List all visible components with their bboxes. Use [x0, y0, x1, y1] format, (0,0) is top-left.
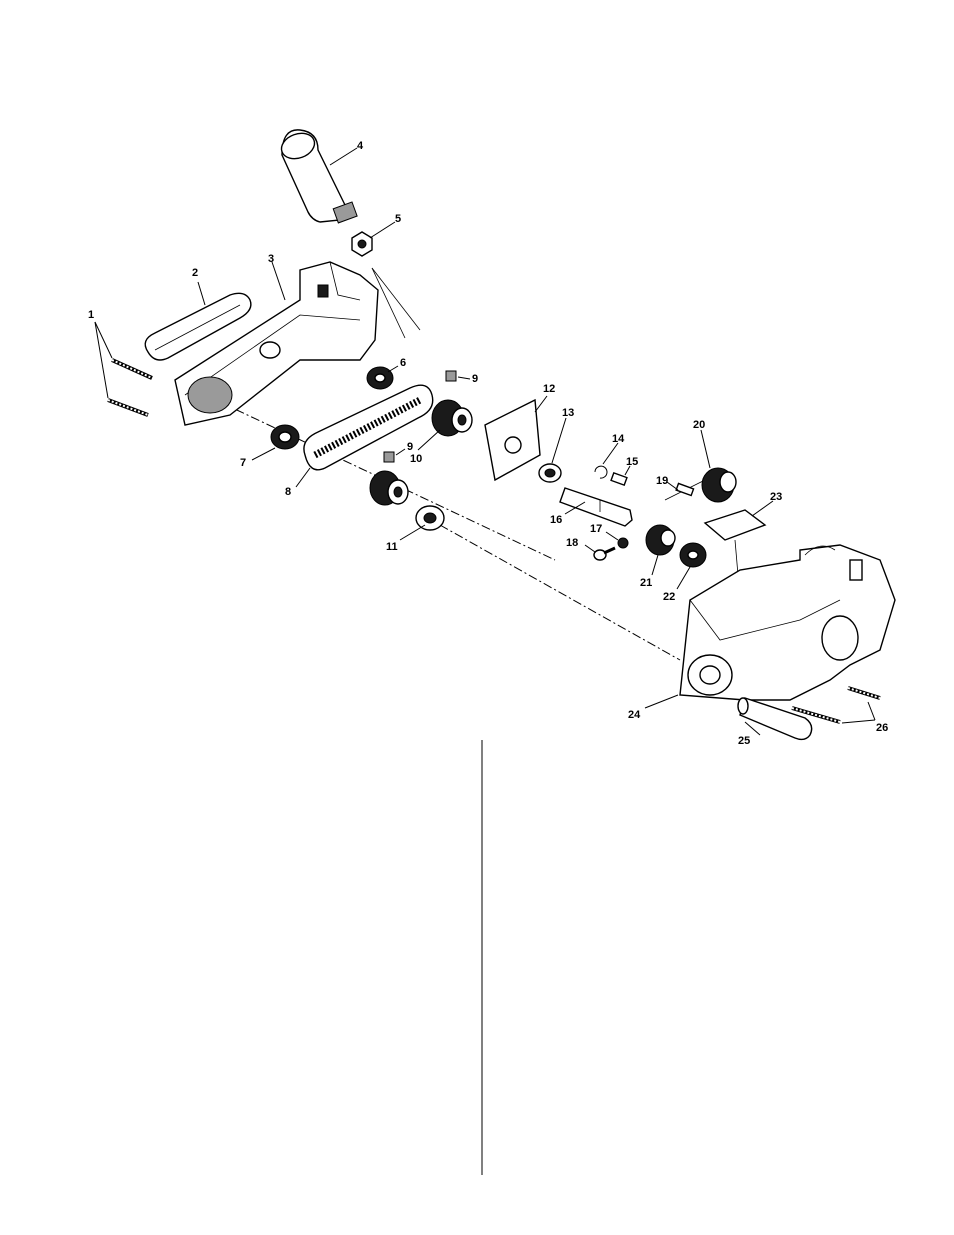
callout-11: 11 — [386, 541, 398, 553]
callout-22: 22 — [663, 591, 675, 603]
bearing-22-part — [680, 543, 706, 567]
nut-part — [352, 232, 372, 256]
bearing-7-part — [271, 425, 299, 449]
shaft-sleeve-part — [738, 698, 812, 739]
retaining-ring-part — [595, 466, 607, 478]
handle-part — [278, 129, 357, 223]
callout-12: 12 — [543, 383, 555, 395]
callout-19: 19 — [656, 475, 668, 487]
left-housing-part — [175, 262, 378, 425]
callout-5: 5 — [395, 213, 401, 225]
gear-20-part — [702, 468, 736, 502]
callout-9b: 9 — [407, 441, 413, 453]
callout-8: 8 — [285, 486, 291, 498]
callout-21: 21 — [640, 577, 652, 589]
bearing-11-part — [416, 506, 444, 530]
callout-26: 26 — [876, 722, 888, 734]
right-housing-part — [680, 545, 895, 700]
bearing-6-part — [367, 367, 393, 389]
washer-13-part — [539, 464, 561, 482]
callout-2: 2 — [192, 267, 198, 279]
callout-4: 4 — [357, 140, 364, 152]
callout-15: 15 — [626, 456, 638, 468]
callout-6: 6 — [400, 357, 406, 369]
callout-1: 1 — [88, 309, 94, 321]
screw-18-part — [594, 548, 615, 560]
key-19-part — [676, 483, 693, 495]
callout-20: 20 — [693, 419, 705, 431]
gear-21-part — [646, 525, 675, 555]
callout-10: 10 — [410, 453, 422, 465]
callout-25: 25 — [738, 735, 750, 747]
plate-part — [485, 400, 540, 480]
pulley-lower-part — [370, 471, 408, 505]
callout-14: 14 — [612, 433, 625, 445]
pulley-upper-part — [432, 400, 472, 436]
callout-18: 18 — [566, 537, 578, 549]
callout-7: 7 — [240, 457, 246, 469]
callout-16: 16 — [550, 514, 562, 526]
callout-13: 13 — [562, 407, 574, 419]
callout-17: 17 — [590, 523, 602, 535]
callout-24: 24 — [628, 709, 641, 721]
washer-17-part — [618, 538, 628, 548]
label-part — [705, 510, 765, 540]
callout-23: 23 — [770, 491, 782, 503]
key-15-part — [611, 473, 627, 485]
callout-9a: 9 — [472, 373, 478, 385]
callout-3: 3 — [268, 253, 274, 265]
screws-left — [108, 360, 152, 415]
shaft-part — [560, 488, 632, 526]
